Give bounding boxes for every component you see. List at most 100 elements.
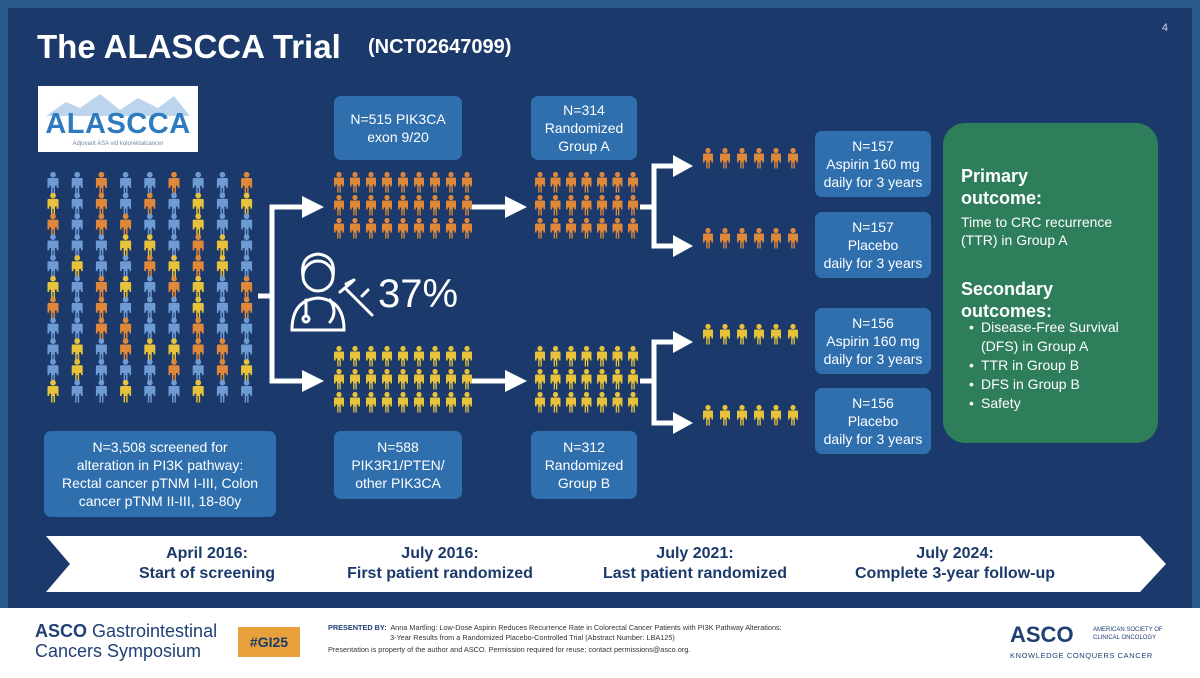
- person-icon: [71, 317, 83, 341]
- mountain-logo-icon: [46, 94, 190, 116]
- person-icon: [47, 338, 59, 361]
- person-icon: [597, 345, 607, 367]
- person-icon: [120, 255, 132, 278]
- person-icon: [566, 171, 576, 193]
- person-icon: [241, 255, 253, 278]
- person-icon: [144, 359, 156, 382]
- person-icon: [95, 192, 107, 216]
- person-icon: [720, 147, 730, 169]
- person-icon: [382, 368, 392, 390]
- person-icon: [168, 171, 180, 195]
- person-icon: [241, 317, 253, 341]
- person-icon: [703, 323, 713, 345]
- syringe-icon: [338, 278, 374, 317]
- asco-logo-word: ASCO: [1010, 622, 1074, 647]
- person-icon: [47, 359, 59, 382]
- person-icon: [192, 317, 204, 341]
- person-icon: [192, 275, 204, 299]
- person-icon: [144, 296, 156, 320]
- person-icon: [612, 194, 623, 216]
- secondary-outcome-list: •Disease-Free Survival (DFS) in Group A …: [951, 318, 1169, 413]
- person-icon: [120, 338, 132, 361]
- person-icon: [366, 368, 376, 390]
- arrow-heads: [302, 155, 693, 434]
- person-icon: [168, 296, 180, 320]
- person-icon: [216, 213, 228, 237]
- slide-title: The ALASCCA Trial: [37, 28, 341, 65]
- person-icon: [597, 391, 607, 413]
- asco-tagline: KNOWLEDGE CONQUERS CANCER: [1010, 651, 1153, 660]
- person-icon: [47, 213, 59, 237]
- person-icon: [334, 368, 344, 390]
- screening-box: N=3,508 screened for alteration in PI3K …: [44, 431, 276, 517]
- person-icon: [382, 194, 392, 216]
- person-icon: [754, 227, 764, 249]
- person-icon: [535, 345, 545, 367]
- bullet-icon: •: [969, 395, 974, 411]
- person-icon: [382, 345, 392, 367]
- person-icon: [566, 368, 576, 390]
- logo-tagline: Adjuvant ASA vid kolorektalcancer: [72, 141, 164, 147]
- timeline-milestone: July 2021: Last patient randomized: [585, 544, 805, 584]
- person-icon: [771, 404, 781, 426]
- person-icon: [120, 296, 132, 320]
- person-icon: [628, 345, 638, 367]
- person-icon: [216, 296, 228, 320]
- person-icon: [120, 317, 132, 341]
- person-icon: [430, 217, 440, 239]
- person-icon: [168, 234, 180, 257]
- hashtag-badge: #GI25: [238, 627, 300, 657]
- person-icon: [144, 171, 156, 195]
- secondary-outcome-item: • Safety: [969, 394, 1169, 413]
- person-icon: [95, 359, 107, 382]
- person-icon: [581, 194, 592, 216]
- secondary-outcome-text: Disease-Free Survival (DFS) in Group A: [981, 319, 1119, 354]
- person-icon: [216, 338, 228, 361]
- outcomes-panel: Primary outcome: Time to CRC recurrence …: [943, 123, 1158, 443]
- person-icon: [414, 345, 424, 367]
- person-icon: [334, 217, 344, 239]
- primary-outcome-text: Time to CRC recurrence (TTR) in Group A: [961, 214, 1113, 248]
- person-icon: [446, 391, 456, 413]
- arrow-to-pik3ca: [258, 204, 305, 299]
- person-icon: [350, 391, 360, 413]
- person-icon: [120, 379, 132, 403]
- milestone-event: Complete 3-year follow-up: [854, 565, 1056, 582]
- asco-gi-line2: Cancers Symposium: [35, 641, 202, 661]
- person-icon: [168, 338, 180, 361]
- person-icon: [581, 345, 592, 367]
- person-icon: [550, 171, 561, 193]
- person-icon: [350, 171, 360, 193]
- person-icon: [581, 171, 592, 193]
- page-number: 4: [1161, 22, 1168, 34]
- asco-gi-brand: ASCO: [35, 621, 88, 641]
- secondary-outcome-heading: Secondary outcomes:: [961, 279, 1054, 321]
- person-icon: [350, 368, 360, 390]
- secondary-outcome-text: Safety: [981, 395, 1021, 411]
- person-icon: [144, 379, 156, 403]
- person-icon: [771, 147, 781, 169]
- person-icon: [612, 391, 623, 413]
- person-icon: [628, 171, 638, 193]
- person-icon: [241, 275, 253, 299]
- person-icon: [95, 275, 107, 299]
- person-icon: [71, 255, 83, 278]
- person-icon: [788, 147, 798, 169]
- person-icon: [366, 345, 376, 367]
- person-icon: [144, 192, 156, 216]
- person-icon: [168, 379, 180, 403]
- person-icon: [168, 255, 180, 278]
- person-icon: [241, 171, 253, 195]
- person-icon: [334, 345, 344, 367]
- person-icon: [771, 323, 781, 345]
- logo-wordmark: ALASCCA: [45, 108, 191, 140]
- milestone-date: July 2016:: [401, 545, 479, 562]
- bullet-icon: •: [969, 376, 974, 392]
- person-icon: [350, 194, 360, 216]
- person-icon: [241, 234, 253, 257]
- person-icon: [597, 194, 607, 216]
- person-icon: [382, 391, 392, 413]
- person-icon: [241, 213, 253, 237]
- person-icon: [47, 234, 59, 257]
